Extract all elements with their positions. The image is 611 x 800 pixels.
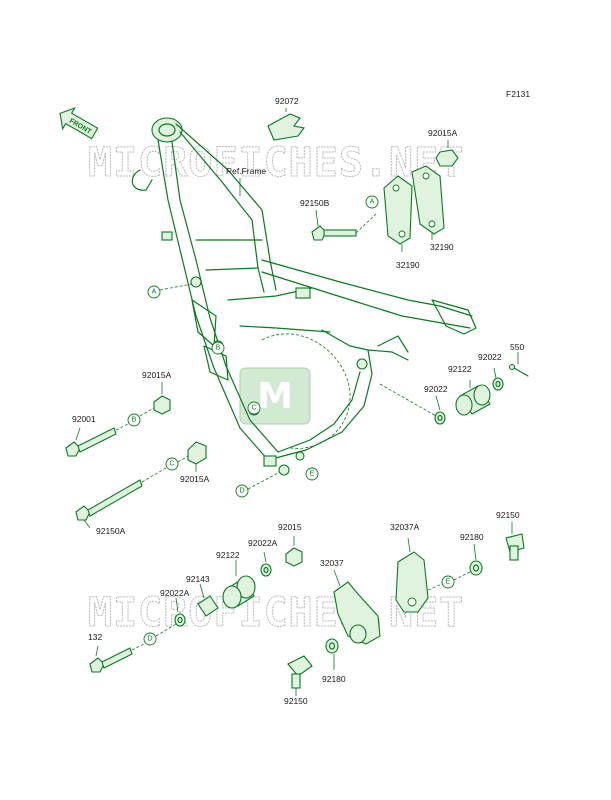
svg-text:92022: 92022 xyxy=(424,384,448,394)
part-32190-brackets: 32190 32190 xyxy=(383,165,454,270)
svg-text:92015A: 92015A xyxy=(428,128,458,138)
part-92150A-bolt: 92150A xyxy=(75,467,167,536)
part-92122-collar-right: 92122 xyxy=(448,364,491,416)
svg-text:550: 550 xyxy=(510,342,524,352)
part-92015A-left: 92015A xyxy=(142,370,172,415)
part-92015-nut-bottom: 92015 xyxy=(278,522,303,567)
svg-text:92143: 92143 xyxy=(186,574,210,584)
svg-text:92022: 92022 xyxy=(478,352,502,362)
svg-text:C: C xyxy=(251,405,256,412)
part-92122-collar-bottom: 92122 xyxy=(216,550,256,609)
part-92015A-lower: 92015A C xyxy=(165,441,210,484)
svg-text:92150B: 92150B xyxy=(300,198,330,208)
ref-frame-label: Ref.Frame xyxy=(226,166,266,176)
svg-text:92150: 92150 xyxy=(496,510,520,520)
frame-assembly xyxy=(131,117,477,476)
part-92072: 92072 xyxy=(267,96,305,141)
svg-text:92122: 92122 xyxy=(448,364,472,374)
svg-text:32037: 32037 xyxy=(320,558,344,568)
part-550-pin: 550 xyxy=(508,342,529,377)
svg-text:A: A xyxy=(370,199,375,206)
svg-text:C: C xyxy=(169,461,174,468)
svg-text:E: E xyxy=(446,579,451,586)
part-92022-washer-mid: 92022 xyxy=(379,383,448,425)
part-32037-bracket: 32037 xyxy=(320,558,381,645)
svg-text:32037A: 32037A xyxy=(390,522,420,532)
svg-text:92022A: 92022A xyxy=(160,588,190,598)
part-92150-bolt-bottom: 92150 xyxy=(284,655,313,706)
part-92150-bolt-right: 92150 xyxy=(496,510,525,561)
svg-text:92072: 92072 xyxy=(275,96,299,106)
svg-text:132: 132 xyxy=(88,632,102,642)
part-32037A-bracket: 32037A E xyxy=(390,522,455,613)
svg-text:32190: 32190 xyxy=(396,260,420,270)
svg-text:D: D xyxy=(147,636,152,643)
watermark-logo: M xyxy=(239,367,311,425)
part-92180-washer-lower: 92180 xyxy=(322,638,346,684)
part-92022-washer-right: 92022 xyxy=(478,352,504,391)
svg-text:92015A: 92015A xyxy=(180,474,210,484)
part-92022A-lower: 92022A xyxy=(160,588,190,627)
watermark-top: MICROFICHES.NET xyxy=(88,140,464,186)
part-132-bolt: 132 D xyxy=(88,623,177,673)
svg-text:92180: 92180 xyxy=(460,532,484,542)
svg-text:92122: 92122 xyxy=(216,550,240,560)
part-92180-washer-upper: 92180 xyxy=(453,532,484,581)
svg-text:D: D xyxy=(239,488,244,495)
svg-text:M: M xyxy=(257,376,293,417)
part-92150B: 92150B xyxy=(300,198,377,241)
figure-code: F2131 xyxy=(506,89,530,99)
svg-text:92150A: 92150A xyxy=(96,526,126,536)
ref-a-upper: A xyxy=(365,195,379,209)
svg-text:B: B xyxy=(216,345,221,352)
part-92143-spacer: 92143 xyxy=(186,574,219,617)
svg-text:92001: 92001 xyxy=(72,414,96,424)
part-92001-bolt: 92001 B xyxy=(65,407,155,457)
ref-markers-frame: A B C D E xyxy=(147,283,319,498)
part-92015A-top: 92015A xyxy=(428,128,459,167)
svg-text:92015: 92015 xyxy=(278,522,302,532)
part-92022A-upper: 92022A xyxy=(248,538,278,577)
svg-text:92150: 92150 xyxy=(284,696,308,706)
svg-text:92015A: 92015A xyxy=(142,370,172,380)
svg-text:32190: 32190 xyxy=(430,242,454,252)
svg-text:92180: 92180 xyxy=(322,674,346,684)
svg-text:E: E xyxy=(310,471,315,478)
svg-text:B: B xyxy=(132,417,137,424)
front-arrow-icon: FRONT xyxy=(59,106,99,140)
svg-text:A: A xyxy=(152,289,157,296)
svg-text:92022A: 92022A xyxy=(248,538,278,548)
